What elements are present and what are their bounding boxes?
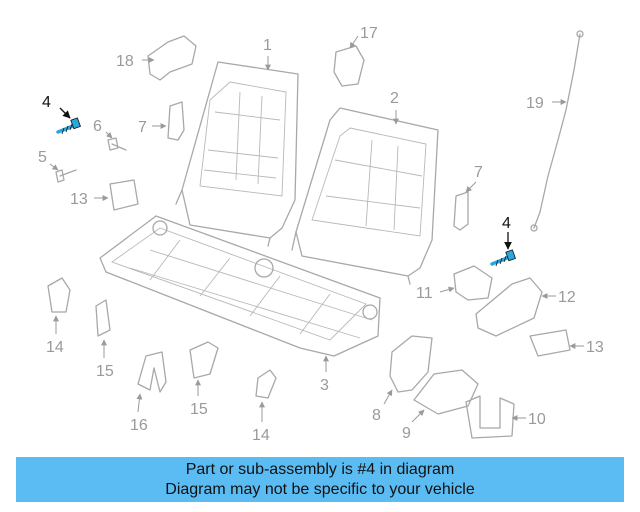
part-14-cover-bottom (255, 369, 277, 399)
part-18-bracket (147, 35, 197, 81)
part-12-trim (475, 277, 543, 337)
banner-line-1: Part or sub-assembly is #4 in diagram (185, 461, 455, 478)
seat-back-frame-left (175, 61, 299, 247)
part-9-bracket (413, 369, 479, 415)
seat-back-frame-right (291, 107, 439, 285)
leader-16 (136, 393, 143, 413)
callout-11: 11 (416, 285, 433, 302)
part-8-bracket (389, 335, 433, 393)
callout-7-left: 7 (138, 119, 147, 136)
callout-1: 1 (263, 37, 272, 54)
leader-17 (349, 35, 359, 49)
callout-13-left: 13 (70, 191, 88, 208)
callout-14-left: 14 (46, 339, 64, 356)
leader-7b (465, 181, 477, 193)
callout-16: 16 (130, 417, 148, 434)
callout-7-right: 7 (474, 164, 483, 181)
leader-6 (105, 131, 113, 139)
leader-9 (411, 409, 425, 423)
part-11-hinge (453, 265, 493, 301)
part-19-cable (533, 33, 581, 229)
part-14-cover-left (47, 277, 71, 313)
callout-13-right: 13 (586, 339, 604, 356)
part-4-bolt-right[interactable] (490, 249, 516, 267)
part-17-cover (333, 45, 365, 87)
leader-11 (439, 286, 455, 293)
callout-2: 2 (390, 90, 399, 107)
leader-5 (49, 163, 59, 171)
callout-4-left[interactable]: 4 (42, 94, 51, 111)
part-13-cover-left (109, 179, 139, 211)
part-7-trim-left (167, 101, 185, 141)
callout-4-right[interactable]: 4 (502, 215, 511, 232)
info-banner: Part or sub-assembly is #4 in diagram Di… (16, 457, 624, 502)
part-15-bracket-left (95, 299, 111, 337)
callout-6: 6 (93, 118, 102, 135)
part-15-bracket-bottom (189, 341, 219, 379)
callout-12: 12 (558, 289, 576, 306)
banner-line-2: Diagram may not be specific to your vehi… (165, 481, 475, 498)
callout-10: 10 (528, 411, 546, 428)
leader-8 (383, 389, 393, 405)
part-5-bolt (55, 169, 77, 183)
part-4-bolt-left[interactable] (56, 117, 81, 135)
part-10-clip (465, 395, 515, 439)
part-13-cover-right (529, 329, 571, 357)
callout-15-left: 15 (96, 363, 114, 380)
part-6-bolt (107, 137, 127, 151)
parts-diagram: 1 2 3 4 4 5 6 7 7 8 9 10 11 12 13 13 14 … (38, 25, 604, 444)
leader-4a (59, 107, 71, 119)
callout-18: 18 (116, 53, 134, 70)
callout-15-bottom: 15 (190, 401, 208, 418)
callout-17: 17 (360, 25, 378, 42)
callout-8: 8 (372, 407, 381, 424)
callout-5: 5 (38, 149, 47, 166)
callout-9: 9 (402, 425, 411, 442)
part-16-clip (137, 351, 167, 393)
seat-cushion-frame (99, 215, 381, 357)
part-7-trim-right (453, 191, 469, 231)
callout-14-bottom: 14 (252, 427, 270, 444)
callout-19: 19 (526, 95, 544, 112)
callout-3: 3 (320, 377, 329, 394)
